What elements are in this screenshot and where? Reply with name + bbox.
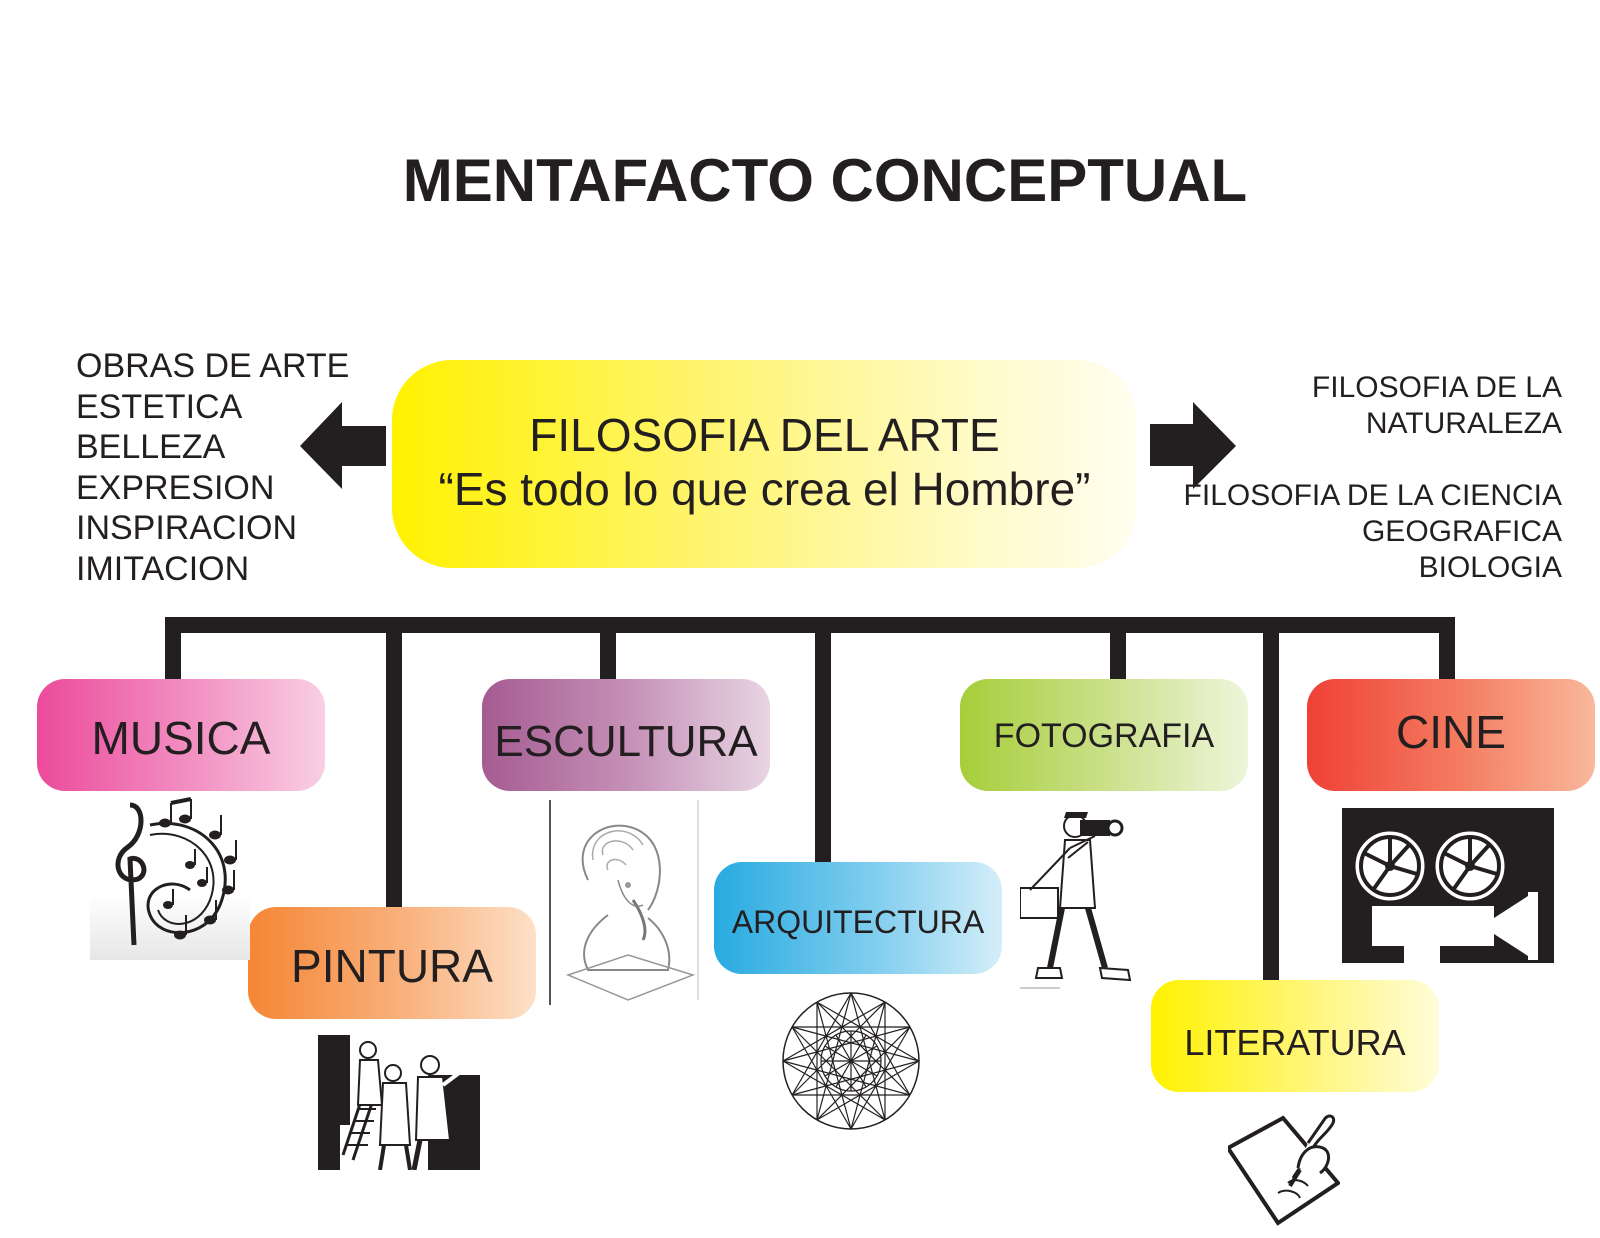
- drop-arquitectura: [815, 617, 831, 865]
- central-concept-name: FILOSOFIA DEL ARTE: [529, 409, 1000, 461]
- film-projector-icon: [1342, 808, 1554, 963]
- photographer-icon: [1020, 812, 1132, 989]
- box-label: FOTOGRAFIA: [993, 717, 1215, 755]
- writing-hand-icon: [1228, 1114, 1340, 1226]
- list-item: BELLEZA: [76, 428, 226, 466]
- box-escultura: ESCULTURA: [482, 679, 770, 791]
- box-literatura: LITERATURA: [1151, 980, 1439, 1092]
- isoordinadas-list: OBRAS DE ARTE ESTETICA BELLEZA EXPRESION…: [76, 346, 396, 589]
- box-label: ARQUITECTURA: [731, 904, 985, 940]
- list-item: OBRAS DE ARTE: [76, 347, 350, 385]
- list-item: IMITACION: [76, 549, 250, 588]
- page-title: MENTAFACTO CONCEPTUAL: [402, 147, 1248, 214]
- list-item: EXPRESION: [76, 468, 275, 507]
- box-fotografia: FOTOGRAFIA: [960, 679, 1248, 791]
- music-notes-icon: [90, 797, 250, 960]
- box-label: LITERATURA: [1184, 1022, 1406, 1063]
- list-item: ESTETICA: [76, 387, 243, 426]
- box-arquitectura: ARQUITECTURA: [714, 862, 1002, 974]
- list-item: INSPIRACION: [76, 509, 298, 547]
- drop-cine: [1439, 617, 1455, 679]
- left-arrow-icon: [300, 402, 386, 489]
- box-label: MUSICA: [91, 712, 271, 764]
- exclusiones-list: FILOSOFIA DE LA NATURALEZA FILOSOFIA DE …: [1132, 370, 1562, 586]
- box-label: PINTURA: [291, 940, 493, 992]
- painters-icon: [318, 1035, 480, 1170]
- box-cine: CINE: [1307, 679, 1595, 791]
- drop-fotografia: [1110, 617, 1126, 679]
- drop-musica: [165, 617, 181, 679]
- drop-literatura: [1263, 617, 1279, 982]
- list-item: FILOSOFIA DE LA: [1311, 371, 1562, 404]
- bus-line: [165, 617, 1455, 633]
- sculpture-bust-icon: [549, 800, 699, 1005]
- list-item: BIOLOGIA: [1418, 551, 1562, 584]
- central-concept-definition: “Es todo lo que crea el Hombre”: [438, 463, 1091, 515]
- drop-escultura: [600, 617, 616, 679]
- list-item: FILOSOFIA DE LA CIENCIA: [1183, 479, 1562, 512]
- central-concept: FILOSOFIA DEL ARTE “Es todo lo que crea …: [392, 360, 1137, 568]
- list-item: GEOGRAFICA: [1361, 515, 1562, 548]
- list-item: NATURALEZA: [1365, 407, 1562, 440]
- drop-pintura: [386, 617, 402, 907]
- box-pintura: PINTURA: [248, 907, 536, 1019]
- box-label: ESCULTURA: [494, 717, 758, 766]
- geometric-star-icon: [782, 992, 920, 1130]
- box-musica: MUSICA: [37, 679, 325, 791]
- right-arrow-icon: [1150, 402, 1236, 489]
- box-label: CINE: [1396, 706, 1506, 758]
